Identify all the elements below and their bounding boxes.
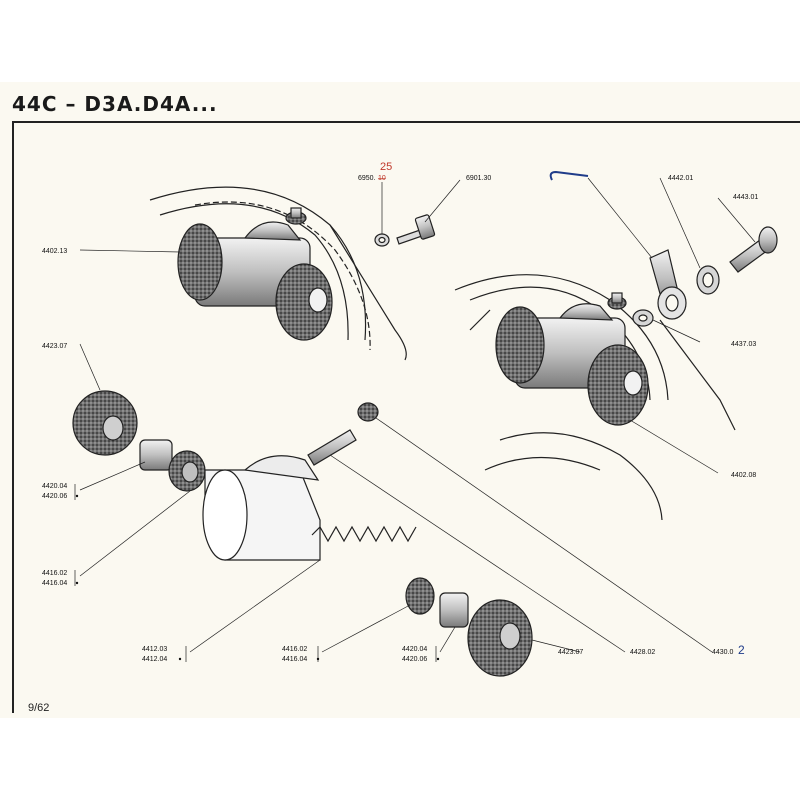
label-4416-02-right: 4416.02 bbox=[282, 646, 307, 653]
label-4420-04-left: 4420.04 bbox=[42, 483, 67, 490]
page-number: 9/62 bbox=[28, 702, 50, 714]
catalog-sheet bbox=[0, 82, 800, 718]
label-6950-struck: 10 bbox=[378, 175, 386, 182]
label-4416-02-left: 4416.02 bbox=[42, 570, 67, 577]
label-4428-02: 4428.02 bbox=[630, 649, 655, 656]
label-4423-07-right: 4423.07 bbox=[558, 649, 583, 656]
leader-lines bbox=[74, 177, 756, 662]
left-backing-plate bbox=[149, 186, 407, 361]
label-4420-06-left: 4420.06 bbox=[42, 493, 67, 500]
marker-dot bbox=[436, 657, 440, 661]
banjo-bolt-4443-01 bbox=[729, 226, 778, 273]
label-4443-01: 4443.01 bbox=[733, 194, 758, 201]
blue-ink-hose-sketch bbox=[549, 170, 589, 181]
seal-cup-left-4416 bbox=[168, 450, 206, 492]
label-4416-04-right: 4416.04 bbox=[282, 656, 307, 663]
label-4420-06-right: 4420.06 bbox=[402, 656, 427, 663]
screw-6901-30 bbox=[396, 214, 436, 245]
seal-cup-right-4416 bbox=[405, 577, 435, 615]
label-4402-08: 4402.08 bbox=[731, 472, 756, 479]
piston-left-4420 bbox=[139, 439, 173, 471]
label-6950: 6950. bbox=[358, 175, 376, 182]
copper-washer-4442 bbox=[696, 265, 720, 295]
marker-dot bbox=[178, 657, 182, 661]
dust-boot-left-4423-07 bbox=[72, 390, 138, 456]
left-bleed-nipple bbox=[285, 207, 307, 225]
diagram-frame bbox=[12, 121, 800, 713]
label-4412-03: 4412.03 bbox=[142, 646, 167, 653]
spring-4412 bbox=[311, 525, 417, 543]
label-4430-handwritten: 2 bbox=[738, 643, 745, 657]
piston-right-4420 bbox=[439, 592, 469, 628]
label-4423-07-left: 4423.07 bbox=[42, 343, 67, 350]
bleed-cap-4430 bbox=[357, 402, 379, 422]
marker-dot bbox=[75, 494, 79, 498]
label-4442-01: 4442.01 bbox=[668, 175, 693, 182]
label-4416-04-left: 4416.04 bbox=[42, 580, 67, 587]
label-4402-13: 4402.13 bbox=[42, 248, 67, 255]
left-wheel-cylinder bbox=[177, 207, 333, 341]
marker-dot bbox=[75, 581, 79, 585]
page-title: 44C – D3A.D4A... bbox=[12, 92, 218, 116]
label-6950-handwritten: 25 bbox=[380, 161, 392, 173]
label-4420-04-right: 4420.04 bbox=[402, 646, 427, 653]
label-4412-04: 4412.04 bbox=[142, 656, 167, 663]
right-bleed-nipple bbox=[607, 292, 627, 310]
right-wheel-cylinder bbox=[495, 292, 649, 426]
marker-dot bbox=[316, 657, 320, 661]
dust-boot-right-4423-07 bbox=[467, 599, 533, 677]
banjo-union bbox=[649, 249, 687, 320]
washer-6950 bbox=[374, 233, 390, 247]
label-6901-30: 6901.30 bbox=[466, 175, 491, 182]
cylinder-body bbox=[202, 455, 321, 561]
label-4437-03: 4437.03 bbox=[731, 341, 756, 348]
label-4430: 4430.0 bbox=[712, 649, 734, 656]
washer-4437-03 bbox=[632, 309, 654, 327]
bleed-screw-4428 bbox=[307, 429, 357, 466]
